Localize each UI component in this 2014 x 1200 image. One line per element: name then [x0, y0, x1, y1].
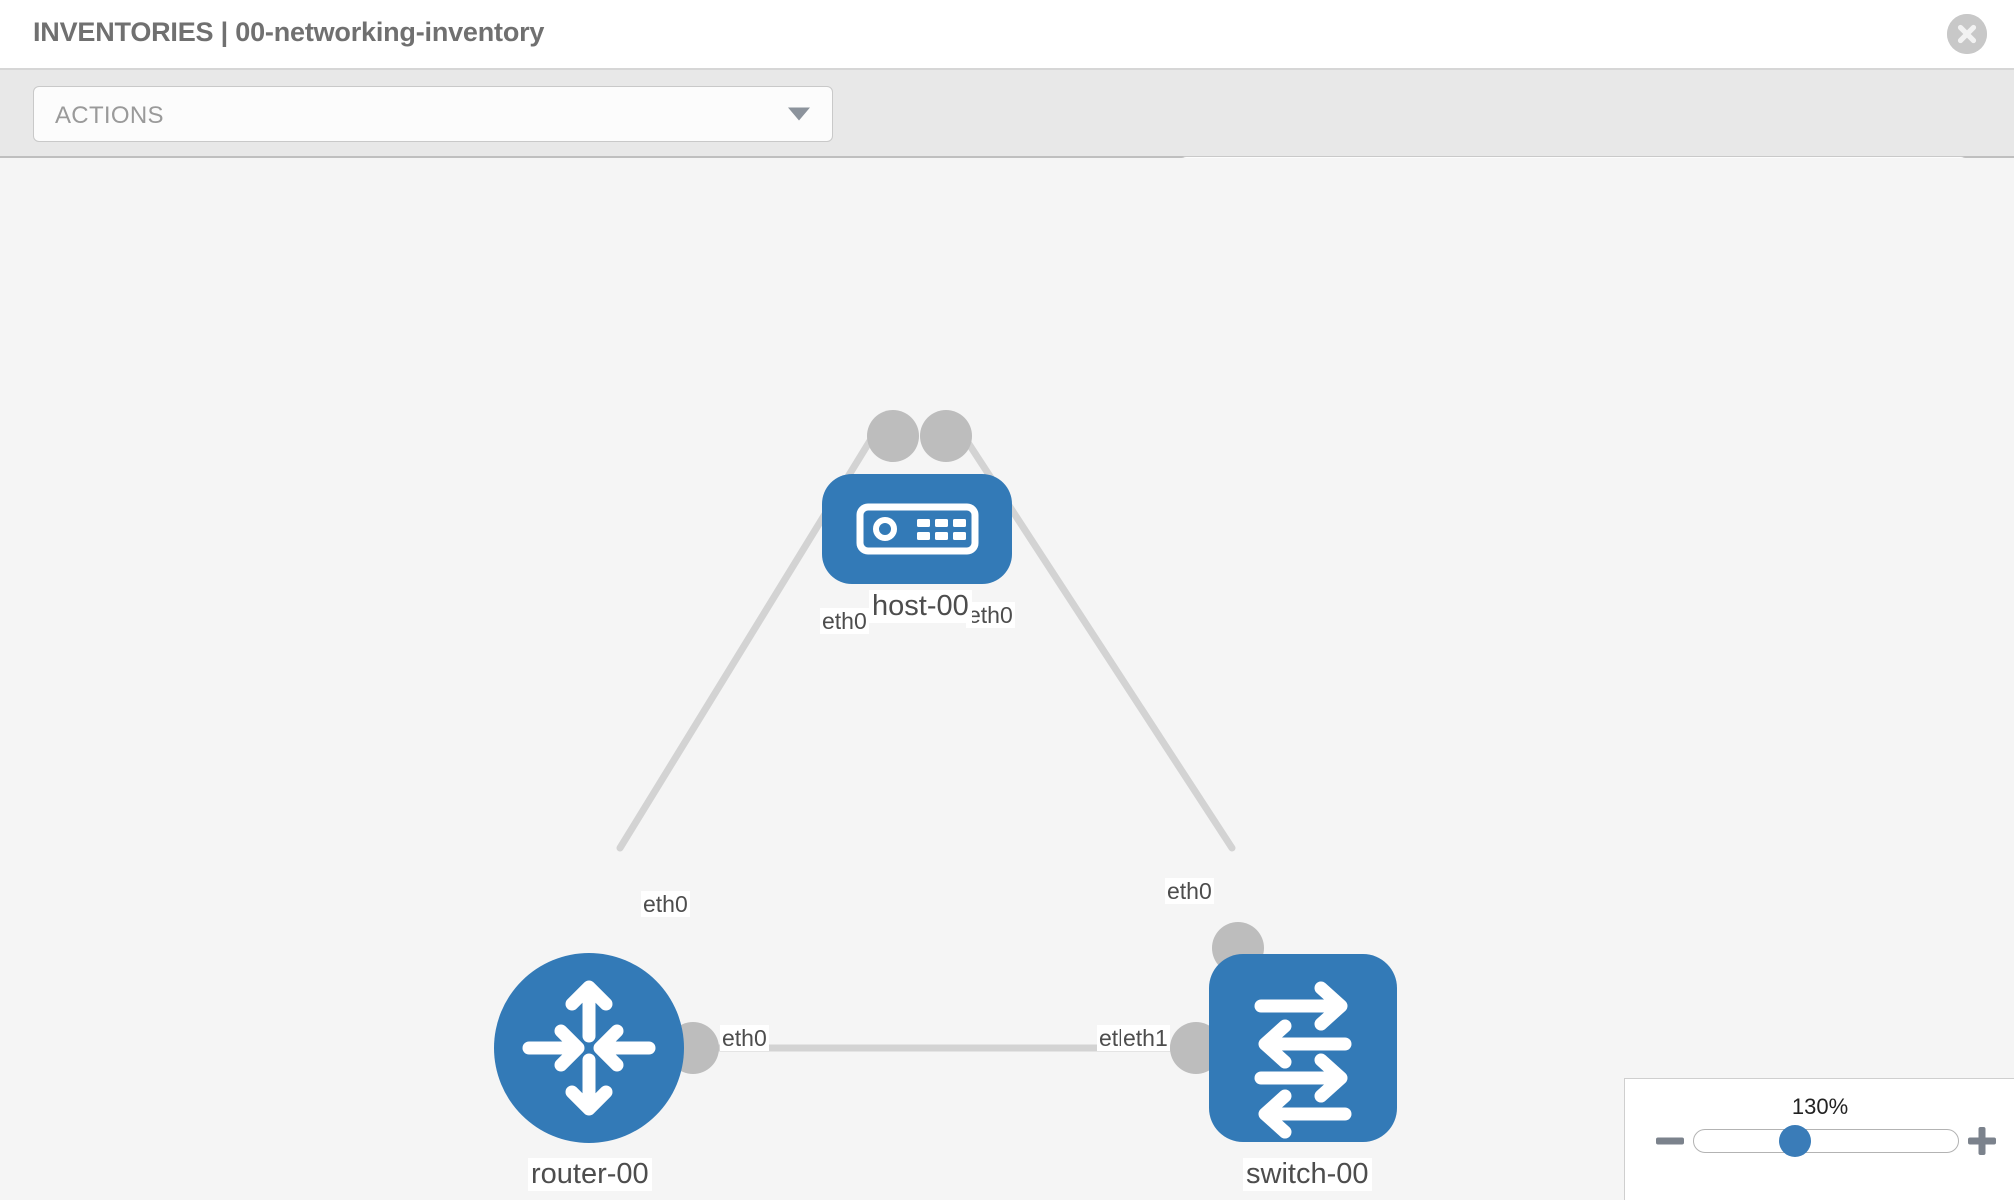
zoom-slider-track[interactable] — [1693, 1129, 1959, 1153]
edge-label-switch-up: eth0 — [1165, 878, 1214, 905]
edge-label-switch-left: eth1 — [1121, 1025, 1170, 1052]
edge-label-host-right: eth0 — [966, 602, 1015, 629]
edge-label-router-up: eth0 — [641, 891, 690, 918]
page-title: INVENTORIES | 00-networking-inventory — [33, 17, 545, 47]
zoom-in-button[interactable] — [1964, 1123, 2000, 1159]
toolbar: ACTIONS SEARCH — [0, 70, 2014, 212]
port-host-left — [867, 410, 919, 462]
node-label-router-00: router-00 — [528, 1158, 652, 1192]
zoom-slider-thumb[interactable] — [1779, 1125, 1811, 1157]
zoom-out-button[interactable] — [1652, 1123, 1688, 1159]
topology-canvas[interactable]: eth0 eth0 eth0 eth0 eth0 eth eth1 host-0… — [0, 158, 2014, 1200]
topology-graph — [494, 410, 1397, 1143]
zoom-control-panel: 130% — [1624, 1078, 2014, 1200]
close-icon[interactable] — [1947, 14, 1987, 54]
edge-label-router-right: eth0 — [720, 1025, 769, 1052]
page-header: INVENTORIES | 00-networking-inventory — [0, 0, 2014, 70]
chevron-down-icon — [788, 107, 810, 121]
edge-label-host-left: eth0 — [820, 608, 869, 635]
node-switch-00[interactable] — [1209, 954, 1397, 1142]
node-label-switch-00: switch-00 — [1243, 1158, 1372, 1192]
node-label-host-00: host-00 — [869, 590, 972, 624]
actions-dropdown-label: ACTIONS — [55, 102, 164, 129]
node-host-00[interactable] — [822, 474, 1012, 584]
node-router-00[interactable] — [494, 953, 684, 1143]
zoom-level-value: 130% — [1791, 1094, 1849, 1119]
port-host-right — [920, 410, 972, 462]
actions-dropdown[interactable]: ACTIONS — [33, 86, 833, 142]
